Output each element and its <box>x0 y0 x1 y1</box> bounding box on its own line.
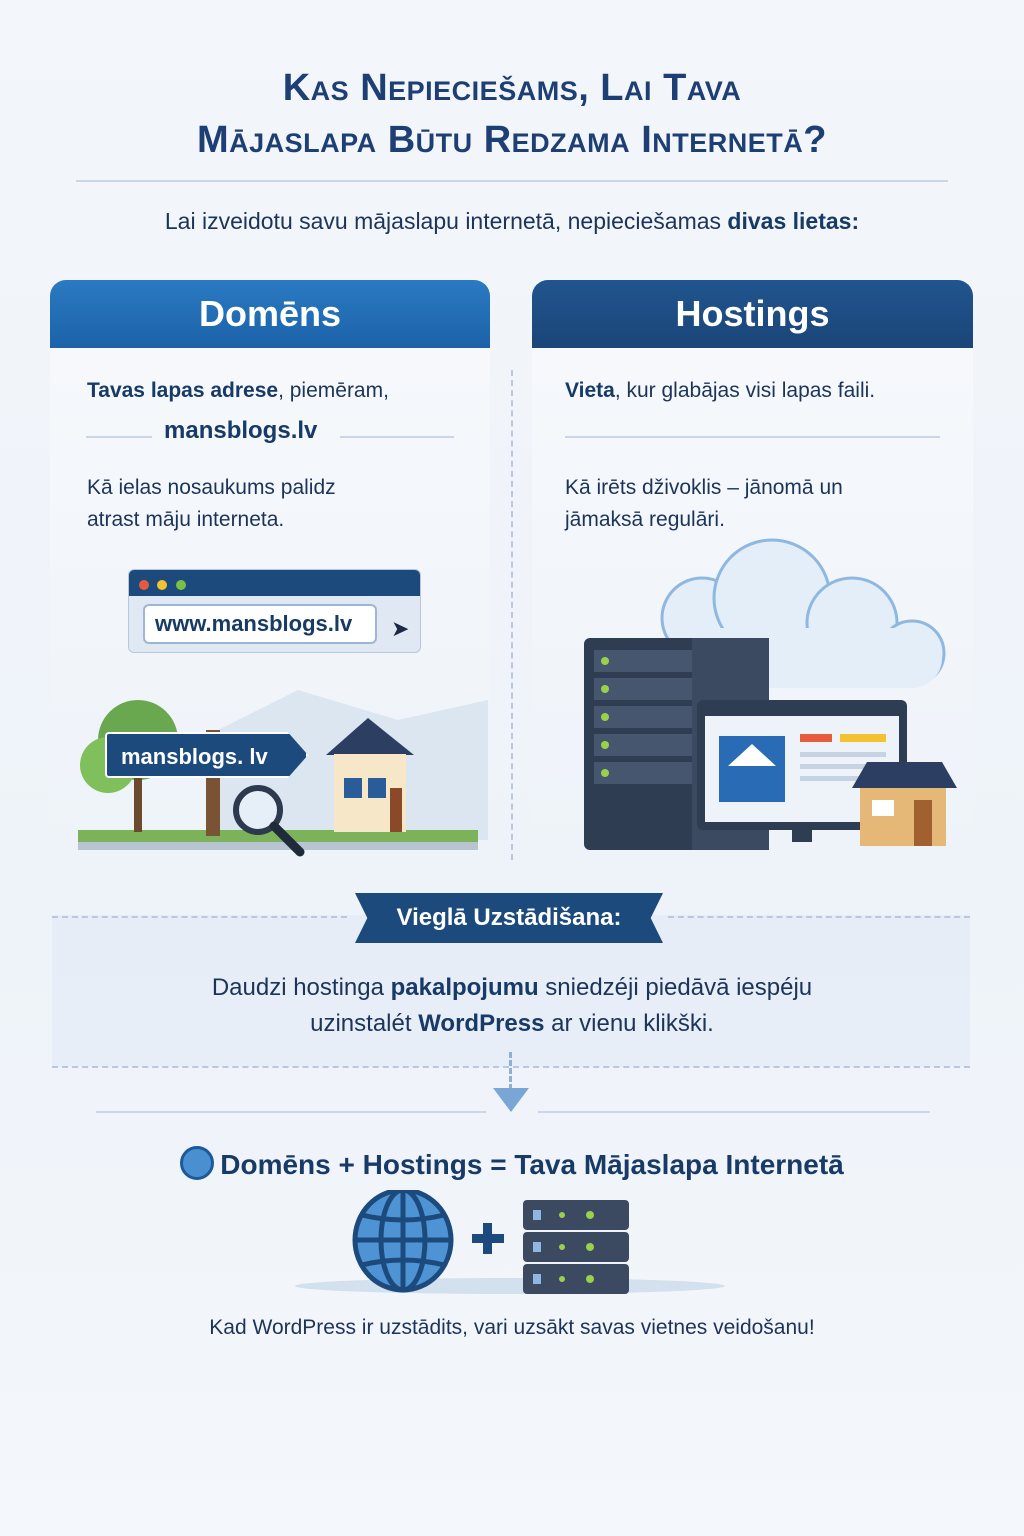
house-icon <box>326 718 414 755</box>
analogy-line: Kā ielas nosaukums palidz <box>87 476 336 499</box>
domain-card: Domēns Tavas lapas adrese, piemēram, man… <box>50 280 490 870</box>
browser-window: www.mansblogs.lv ➤ <box>128 569 421 653</box>
url-field[interactable]: www.mansblogs.lv <box>143 604 377 644</box>
title-line-2: Mājaslapa Būtu Redzama Internetā? <box>197 119 827 161</box>
server-icon <box>523 1200 629 1294</box>
globe-icon <box>180 1146 215 1180</box>
intro-plain: Lai izveidotu savu mājaslapu internetā, … <box>164 208 728 234</box>
dashed-line <box>668 916 970 918</box>
domain-analogy: Kā ielas nosaukums palidz atrast māju int… <box>87 472 336 536</box>
footer-text: Kad WordPress ir uzstādits, vari uzsākt … <box>209 1316 815 1339</box>
analogy-line: Kā irēts dživoklis – jānomā un <box>565 476 843 499</box>
divider <box>538 1111 930 1113</box>
hosting-lead-rest: , kur glabājas visi lapas faili. <box>614 379 876 402</box>
cursor-icon: ➤ <box>391 616 410 641</box>
hosting-heading: Hostings <box>532 280 973 348</box>
hosting-lead-bold: Vieta <box>565 379 615 402</box>
formula: Domēns + Hostings = Tava Mājaslapa Inter… <box>0 1146 1024 1181</box>
divider <box>86 436 152 438</box>
analogy-line: atrast māju interneta. <box>87 508 285 531</box>
bold-text: WordPress <box>418 1010 545 1037</box>
setup-text: Daudzi hostinga pakalpojumu sniedzéji pi… <box>0 970 1024 1042</box>
arrow-down-icon <box>493 1088 529 1112</box>
text: uzinstalét <box>310 1010 419 1037</box>
title-line-1: Kas Nepieciešams, Lai Tava <box>282 67 742 109</box>
setup-line-1: Daudzi hostinga pakalpojumu sniedzéji pi… <box>0 970 1024 1006</box>
arrow-shaft <box>509 1052 512 1090</box>
plus-icon <box>472 1223 504 1254</box>
domain-sign: mansblogs. lv <box>105 732 308 778</box>
setup-banner: Vieglā Uzstādišana: <box>355 893 663 943</box>
formula-text: Domēns + Hostings = Tava Mājaslapa Inter… <box>220 1149 844 1180</box>
magnifier-icon <box>233 785 283 835</box>
column-divider <box>511 370 513 860</box>
text: ar vienu klikški. <box>544 1010 714 1037</box>
setup-line-2: uzinstalét WordPress ar vienu klikški. <box>0 1006 1024 1042</box>
intro-text: Lai izveidotu savu mājaslapu internetā, … <box>0 208 1024 235</box>
globe-plus-server-illustration <box>295 1190 725 1294</box>
hosting-card: Hostings Vieta, kur glabājas visi lapas … <box>532 280 973 870</box>
globe-icon <box>352 1190 454 1293</box>
hosting-illustration <box>584 538 957 850</box>
text: sniedzéji piedāvā iespéju <box>538 974 813 1001</box>
bold-text: pakalpojumu <box>390 974 539 1001</box>
page-title: Kas Nepieciešams, Lai Tava Mājaslapa Būt… <box>0 62 1024 166</box>
divider <box>76 180 948 182</box>
small-house-icon <box>852 762 957 846</box>
browser-titlebar <box>129 570 420 596</box>
analogy-line: jāmaksā regulāri. <box>565 508 725 531</box>
domain-lead: Tavas lapas adrese, piemēram, <box>87 375 389 407</box>
divider <box>565 436 940 438</box>
divider <box>340 436 454 438</box>
domain-heading: Domēns <box>50 280 490 348</box>
hosting-analogy: Kā irēts dživoklis – jānomā un jāmaksā re… <box>565 472 843 536</box>
dashed-line <box>52 916 347 918</box>
divider <box>96 1111 486 1113</box>
domain-lead-bold: Tavas lapas adrese <box>87 379 279 402</box>
domain-example: mansblogs.lv <box>164 417 318 444</box>
text: Daudzi hostinga <box>211 974 391 1001</box>
hosting-lead: Vieta, kur glabājas visi lapas faili. <box>565 375 875 407</box>
domain-lead-rest: , piemēram, <box>278 379 389 402</box>
intro-bold: divas lietas: <box>727 208 860 234</box>
